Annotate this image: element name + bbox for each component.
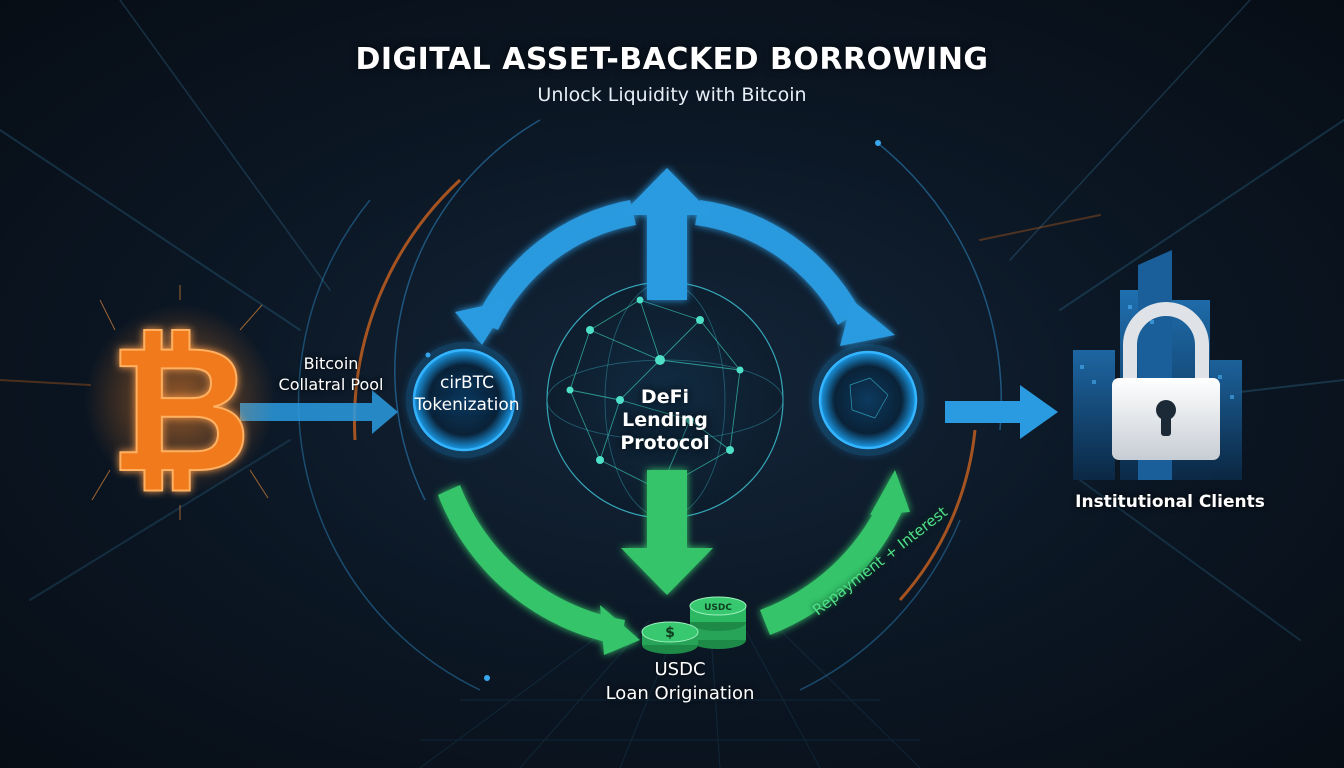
defi-line2: Lending [622,409,708,431]
background-light-streaks [0,0,1344,641]
tokenization-line1: cirBTC [440,373,494,393]
orbit-rings [297,119,1003,691]
loan-origination-line2: Loan Origination [605,683,755,704]
defi-protocol-label: DeFi Lending Protocol [590,386,740,455]
institutional-clients-label: Institutional Clients [1075,492,1265,512]
svg-text:₿: ₿ [109,309,252,512]
defi-line3: Protocol [620,432,710,454]
collateral-pool-line1: Bitcoin [303,354,359,373]
coin-stack-icon: USDC $ [641,596,747,654]
collateral-pool-label: Bitcoin Collatral Pool [236,353,426,395]
page-title: DIGITAL ASSET-BACKED BORROWING [355,42,989,77]
page-subtitle: Unlock Liquidity with Bitcoin [537,84,807,106]
green-flow-arrows [438,470,910,655]
loan-origination-line1: USDC [654,659,706,680]
blue-flow-arrows [455,168,895,346]
bitcoin-icon: ₿ [85,285,275,520]
tokenization-line2: Tokenization [414,395,520,415]
horizontal-flow-arrows [240,385,1058,439]
coin-dollar-symbol: $ [665,625,675,641]
coin-stack-label: USDC [704,603,732,613]
tokenization-orb [406,342,522,458]
loan-origination-label: USDC Loan Origination [560,658,800,706]
tokenization-label: cirBTC Tokenization [392,372,542,416]
settlement-orb [812,344,924,456]
collateral-pool-line2: Collatral Pool [278,375,384,394]
lock-icon [1112,302,1220,460]
defi-line1: DeFi [640,386,690,408]
